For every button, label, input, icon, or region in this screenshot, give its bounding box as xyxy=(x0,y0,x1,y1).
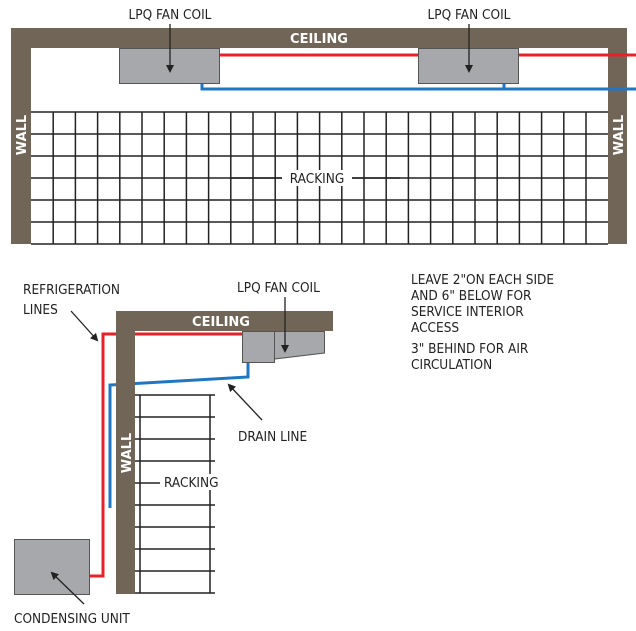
top-left-wall xyxy=(11,28,31,244)
side-fan-coil-housing xyxy=(274,331,325,360)
top-racking-label: RACKING xyxy=(290,171,344,187)
side-drain-line xyxy=(108,362,250,508)
note-line-3: SERVICE INTERIOR xyxy=(411,304,524,320)
side-racking-shelves xyxy=(135,394,215,594)
side-ceiling-label: CEILING xyxy=(192,315,250,330)
refrigeration-label-line1: REFRIGERATION xyxy=(23,282,120,298)
side-fan-coil-label: LPQ FAN COIL xyxy=(237,280,320,296)
top-right-wall xyxy=(608,28,627,244)
side-racking-label-bg xyxy=(160,474,235,490)
side-ceiling xyxy=(116,311,333,331)
top-ceiling xyxy=(11,28,627,48)
side-view: RACKING CEILING WALL LPQ FAN COIL CONDEN… xyxy=(14,280,333,627)
side-refrigeration-line xyxy=(89,332,242,578)
refrigeration-arrow xyxy=(70,310,99,342)
side-racking-label: RACKING xyxy=(164,475,218,491)
side-wall xyxy=(116,311,135,594)
drain-line-label: DRAIN LINE xyxy=(238,429,307,445)
side-fan-coil xyxy=(242,331,275,363)
drain-line-arrow xyxy=(227,383,263,421)
top-left-wall-label: WALL xyxy=(15,115,30,155)
condensing-unit-arrow xyxy=(50,571,85,605)
note-line-4: ACCESS xyxy=(411,320,459,336)
clearance-notes: LEAVE 2"ON EACH SIDE AND 6" BELOW FOR SE… xyxy=(411,272,554,373)
side-wall-label: WALL xyxy=(120,433,135,473)
note-line-6: CIRCULATION xyxy=(411,357,492,373)
note-line-5: 3" BEHIND FOR AIR xyxy=(411,341,529,357)
top-drain-line xyxy=(200,83,636,91)
top-right-wall-label: WALL xyxy=(612,115,627,155)
note-line-1: LEAVE 2"ON EACH SIDE xyxy=(411,272,554,288)
top-ceiling-label: CEILING xyxy=(290,32,348,47)
refrigeration-label-line2: LINES xyxy=(23,302,58,318)
condensing-unit xyxy=(14,539,90,595)
note-line-2: AND 6" BELOW FOR xyxy=(411,288,532,304)
condensing-unit-label: CONDENSING UNIT xyxy=(14,611,130,627)
side-racking xyxy=(135,394,215,594)
top-racking-grid xyxy=(31,111,608,245)
top-racking-label-bg xyxy=(282,170,352,186)
top-view: RACKING CEILING WALL WALL LPQ FAN COIL L… xyxy=(11,7,636,245)
top-fan-coil-1-label: LPQ FAN COIL xyxy=(129,7,212,23)
top-fan-coil-2-label: LPQ FAN COIL xyxy=(428,7,511,23)
